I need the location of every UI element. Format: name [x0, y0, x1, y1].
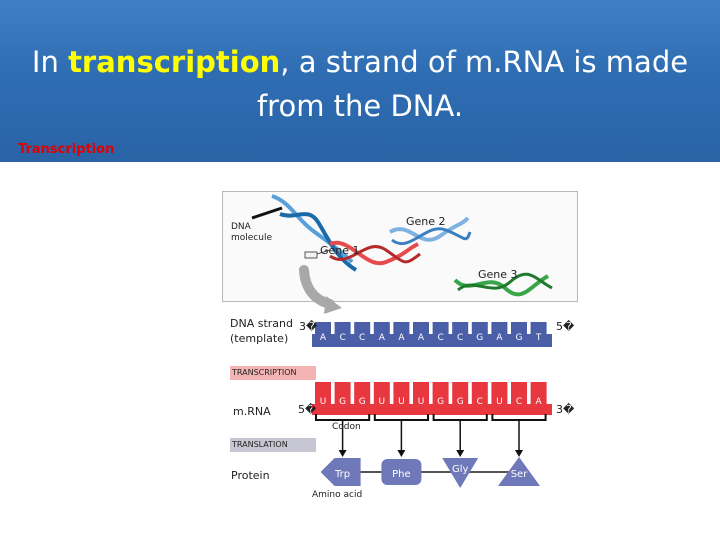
codon-arrow-head: [397, 450, 406, 457]
dna-base-letter: C: [457, 333, 463, 343]
dna-base-block: [491, 322, 508, 336]
gene2-helix-b: [391, 227, 472, 245]
mrna-base-letter: U: [418, 397, 425, 407]
amino-acid-label: Trp: [334, 469, 350, 480]
mrna-base-block: [334, 382, 351, 406]
title-highlight: transcription: [68, 45, 281, 79]
dna-base-letter: A: [496, 333, 503, 343]
dna-base-letter: A: [320, 333, 327, 343]
gene1-helix-a: [329, 240, 419, 266]
mrna-base-block: [432, 382, 449, 406]
dna-base-block: [471, 322, 488, 336]
translation-tag: TRANSLATION: [230, 438, 316, 452]
gene1-label: Gene 1: [320, 244, 360, 257]
mrna-base-block: [530, 382, 547, 406]
mrna-base-letter: G: [339, 397, 346, 407]
codon-arrow-head: [515, 450, 523, 457]
dna-base-block: [530, 322, 547, 336]
dna-base-block: [334, 322, 351, 336]
dna-base-block: [393, 322, 410, 336]
dna-right-end: 5�: [556, 320, 575, 333]
dna-base-block: [511, 322, 527, 336]
dna-base-block: [373, 322, 390, 336]
dna-base-letter: T: [535, 333, 542, 343]
mrna-base-letter: G: [457, 397, 464, 407]
dna-helix-strand-a: [271, 194, 354, 264]
dna-base-letter: C: [359, 333, 365, 343]
slide-title: In transcription, a strand of m.RNA is m…: [31, 45, 689, 123]
mrna-base-letter: C: [516, 397, 522, 407]
codon-label: Codon: [332, 422, 361, 432]
codon-arrow-head: [338, 450, 347, 457]
mrna-label: m.RNA: [233, 405, 271, 418]
gene2-helix-a: [388, 216, 470, 242]
dna-base-letter: C: [339, 333, 345, 343]
mrna-base-block: [452, 382, 469, 406]
mrna-base-letter: U: [379, 397, 386, 407]
mrna-base-block: [471, 382, 488, 406]
mrna-base-letter: G: [437, 397, 444, 407]
amino-acid-shape: [320, 458, 361, 486]
dna-base-letter: A: [398, 333, 405, 343]
dna-base-block: [432, 322, 449, 336]
mrna-right-end: 3�: [556, 403, 575, 416]
transcription-tag: TRANSCRIPTION: [230, 366, 316, 380]
protein-chain: Trp Phe Gly Ser: [320, 457, 540, 488]
mrna-base-block: [393, 382, 410, 406]
gene3-label: Gene 3: [478, 268, 518, 281]
dna-strand-label: DNA strand (template): [230, 317, 293, 345]
mrna-base-block: [511, 382, 527, 406]
gene1-box: [304, 251, 318, 259]
mrna-base-block: [315, 382, 331, 406]
mrna-base-letter: U: [398, 397, 405, 407]
dna-molecule-label: DNA molecule: [231, 222, 273, 243]
protein-label: Protein: [231, 469, 270, 482]
mrna-base-letter: C: [477, 397, 483, 407]
gene3-helix-b: [457, 272, 553, 292]
amino-acid-label: Amino acid: [312, 490, 363, 500]
dna-base-letter: A: [379, 333, 386, 343]
mrna-left-end: 5�: [298, 403, 317, 416]
dna-base-letter: G: [476, 333, 483, 343]
mrna-base-block: [491, 382, 508, 406]
dna-base-block: [413, 322, 429, 336]
mrna-base-letter: G: [359, 397, 366, 407]
amino-acid-shape: [442, 458, 479, 488]
dna-base-letter: G: [516, 333, 523, 343]
dna-helix-strand-b: [279, 212, 358, 272]
mrna-base-block: [354, 382, 371, 406]
amino-acid-label: Gly: [452, 464, 469, 475]
gene1-helix-b: [329, 245, 421, 264]
mrna-base-letter: U: [320, 397, 327, 407]
gene1-pointer: [316, 249, 331, 255]
mrna-base-block: [413, 382, 429, 406]
slide-subtitle: Transcription: [18, 142, 115, 157]
mrna-base-letter: U: [496, 397, 503, 407]
amino-acid-label: Ser: [511, 469, 529, 480]
mrna-base-block: [373, 382, 390, 406]
dna-base-block: [354, 322, 371, 336]
dna-strand-backbone: [312, 334, 552, 347]
amino-acid-shape: [381, 459, 422, 485]
dna-base-letter: C: [437, 333, 443, 343]
mrna-base-letter: A: [536, 397, 543, 407]
codon-arrow-head: [456, 450, 465, 457]
mrna-strand-backbone: [312, 404, 552, 415]
dna-base-block: [452, 322, 469, 336]
codon-brackets: [315, 414, 547, 457]
amino-acid-label: Phe: [392, 469, 411, 480]
dna-left-end: 3�: [299, 320, 318, 333]
dna-base-letter: A: [418, 333, 425, 343]
gene2-label: Gene 2: [406, 215, 446, 228]
dna-molecule-pointer: [251, 206, 283, 220]
slide-header: In transcription, a strand of m.RNA is m…: [0, 0, 720, 162]
amino-acid-shape: [498, 457, 540, 486]
zoom-arrow-head: [324, 296, 342, 314]
dna-base-block: [315, 322, 331, 336]
